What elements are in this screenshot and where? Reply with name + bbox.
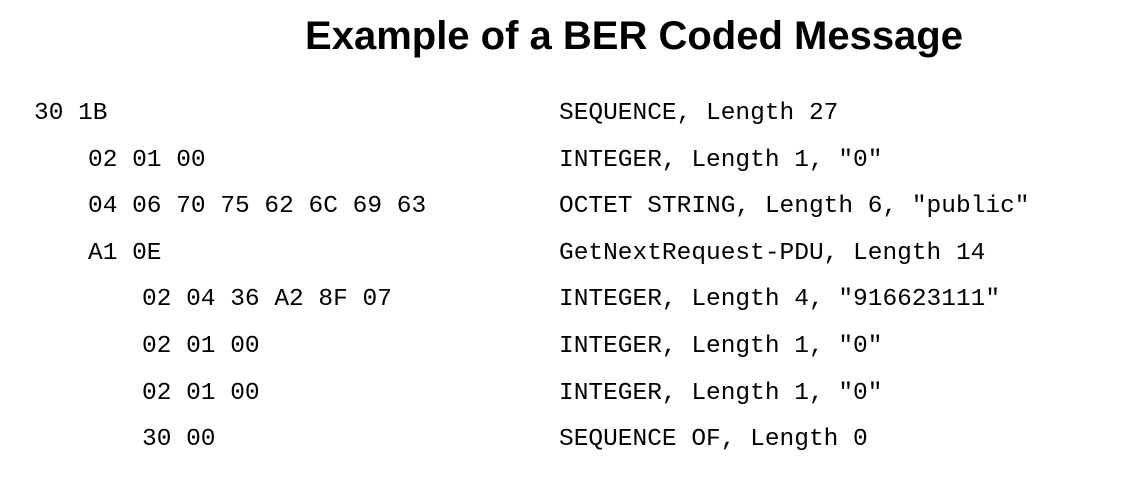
page-title: Example of a BER Coded Message — [305, 14, 963, 58]
field-description: INTEGER, Length 1, "0" — [559, 332, 883, 360]
hex-bytes: 02 01 00 — [88, 146, 206, 174]
ber-row: A1 0E GetNextRequest-PDU, Length 14 — [0, 231, 1148, 278]
field-description: GetNextRequest-PDU, Length 14 — [559, 239, 986, 267]
field-description: INTEGER, Length 4, "916623111" — [559, 286, 1001, 314]
hex-bytes: 02 01 00 — [142, 379, 260, 407]
hex-bytes: 30 1B — [34, 100, 108, 127]
hex-bytes: 02 01 00 — [142, 332, 260, 360]
hex-bytes: A1 0E — [88, 239, 162, 267]
hex-bytes: 30 00 — [142, 426, 216, 454]
ber-row: 02 01 00 INTEGER, Length 1, "0" — [0, 138, 1148, 185]
ber-row: 02 01 00 INTEGER, Length 1, "0" — [0, 324, 1148, 371]
field-description: INTEGER, Length 1, "0" — [559, 146, 883, 174]
hex-bytes: 04 06 70 75 62 6C 69 63 — [88, 193, 427, 221]
field-description: SEQUENCE OF, Length 0 — [559, 426, 868, 454]
ber-row: 30 1B SEQUENCE, Length 27 — [0, 91, 1148, 138]
ber-row: 02 01 00 INTEGER, Length 1, "0" — [0, 371, 1148, 418]
field-description: OCTET STRING, Length 6, "public" — [559, 193, 1030, 221]
ber-encoding-listing: 30 1B SEQUENCE, Length 27 02 01 00 INTEG… — [0, 91, 1148, 464]
field-description: INTEGER, Length 1, "0" — [559, 379, 883, 407]
ber-row: 04 06 70 75 62 6C 69 63 OCTET STRING, Le… — [0, 184, 1148, 231]
hex-bytes: 02 04 36 A2 8F 07 — [142, 286, 392, 314]
ber-row: 30 00 SEQUENCE OF, Length 0 — [0, 417, 1148, 464]
ber-row: 02 04 36 A2 8F 07 INTEGER, Length 4, "91… — [0, 277, 1148, 324]
field-description: SEQUENCE, Length 27 — [559, 100, 839, 127]
